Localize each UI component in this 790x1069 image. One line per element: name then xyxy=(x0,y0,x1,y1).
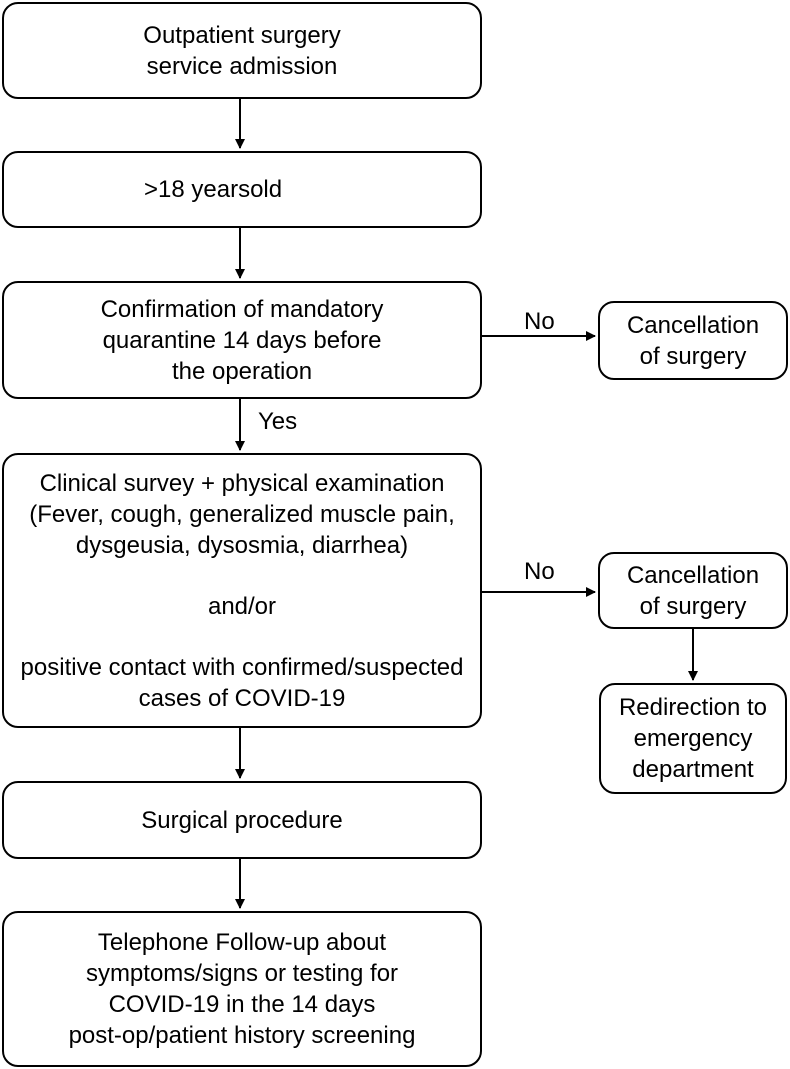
procedure-text: Surgical procedure xyxy=(141,806,343,834)
cancellation-box-1: Cancellation of surgery xyxy=(598,301,788,380)
yes-label: Yes xyxy=(258,408,298,435)
age-box: >18 yearsold xyxy=(2,151,482,228)
admission-line-1: Outpatient surgery xyxy=(143,21,341,49)
followup-line-4: post-op/patient history screening xyxy=(68,1022,416,1049)
procedure-box: Surgical procedure xyxy=(2,781,482,859)
clinical-line-4: positive contact with confirmed/suspecte… xyxy=(20,653,464,681)
clinical-line-5: cases of COVID-19 xyxy=(138,684,346,712)
followup-box: Telephone Follow-up about symptoms/signs… xyxy=(2,911,482,1067)
clinical-line-1: Clinical survey + physical examination xyxy=(39,469,445,497)
clinical-line-3: dysgeusia, dysosmia, diarrhea) xyxy=(75,531,409,559)
clinical-box: Clinical survey + physical examination (… xyxy=(2,453,482,728)
followup-line-1: Telephone Follow-up about xyxy=(97,929,387,956)
redirection-line-1: Redirection to xyxy=(618,694,768,721)
cancellation-2-line-2: of surgery xyxy=(639,592,747,620)
clinical-line-2: (Fever, cough, generalized muscle pain, xyxy=(29,500,455,528)
followup-line-3: COVID-19 in the 14 days xyxy=(108,991,376,1018)
quarantine-box: Confirmation of mandatory quarantine 14 … xyxy=(2,281,482,399)
quarantine-line-2: quarantine 14 days before xyxy=(102,326,382,354)
admission-box: Outpatient surgery service admission xyxy=(2,2,482,99)
cancellation-1-line-2: of surgery xyxy=(639,342,747,370)
redirection-box: Redirection to emergency department xyxy=(599,683,787,794)
age-text: >18 yearsold xyxy=(144,176,283,203)
clinical-andor: and/or xyxy=(207,592,277,620)
redirection-line-3: department xyxy=(632,756,754,783)
cancellation-box-2: Cancellation of surgery xyxy=(598,552,788,629)
cancellation-1-line-1: Cancellation xyxy=(626,311,760,339)
no-label-clinical: No xyxy=(524,558,555,585)
followup-line-2: symptoms/signs or testing for xyxy=(85,960,399,987)
admission-line-2: service admission xyxy=(146,52,338,80)
redirection-line-2: emergency xyxy=(633,725,753,752)
quarantine-line-3: the operation xyxy=(171,357,313,385)
cancellation-2-line-1: Cancellation xyxy=(626,561,760,589)
quarantine-line-1: Confirmation of mandatory xyxy=(100,295,384,323)
no-label-quarantine: No xyxy=(524,308,555,335)
